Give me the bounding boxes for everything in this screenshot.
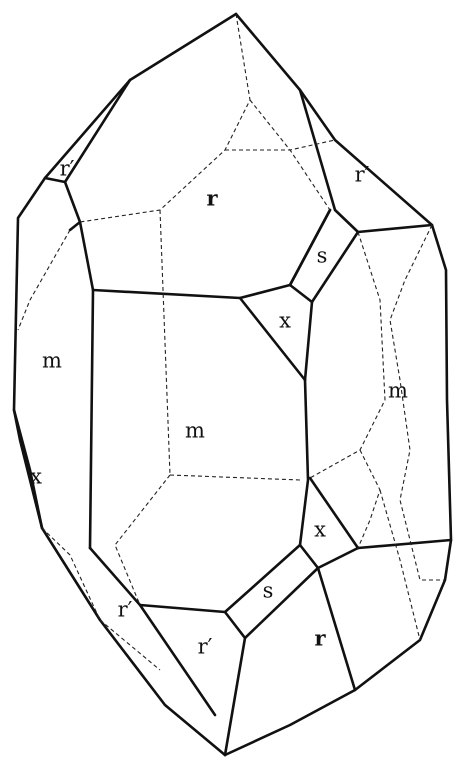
label-r-bottom: r [314, 626, 326, 651]
edge-r-bottom-right [316, 566, 357, 692]
edge-rprime-left-box [63, 180, 82, 232]
visible-edges [12, 12, 453, 757]
edge-left-vertical [78, 220, 95, 550]
edge-x-lower-bottom [298, 543, 360, 570]
label-m-left: m [42, 349, 62, 373]
label-x-lower: x [314, 518, 326, 542]
edge-x-lower-diag [308, 476, 360, 550]
edge-left-x-facet [12, 408, 44, 530]
label-x-left: x [30, 465, 42, 489]
label-m-right: m [388, 379, 408, 403]
hidden-right-upper [309, 231, 386, 479]
hidden-center-bottom [169, 474, 301, 481]
edge-s-upper-bottom [288, 283, 314, 304]
label-s-lower: s [263, 579, 274, 603]
edge-s-lower-left [223, 543, 302, 614]
edge-top-right-ridge [298, 88, 434, 234]
hidden-bottom-left [99, 619, 161, 671]
edge-s-lower-bottom [223, 610, 247, 640]
label-r-prime-top-left: r′ [60, 157, 75, 181]
edge-x-upper-diag [238, 296, 307, 382]
edge-s-lower-right [243, 566, 320, 640]
edge-right-vertical [298, 378, 310, 547]
hidden-center-vertical [159, 209, 171, 476]
edge-lower-left-ridge [88, 546, 227, 614]
hidden-lower-left [114, 474, 171, 606]
edge-s-upper-right [310, 230, 360, 304]
hidden-bottom-right [379, 489, 421, 641]
label-x-upper: x [279, 309, 291, 333]
hidden-right-lower [357, 449, 381, 549]
edge-x-upper-right [303, 300, 314, 382]
label-m-center: m [185, 419, 205, 443]
label-r-prime-lower-left: r′ [118, 598, 133, 622]
label-r-top: r [206, 186, 218, 211]
edge-r-bottom-left [223, 636, 247, 757]
edge-s-upper-left [288, 208, 332, 287]
hidden-left-lower [41, 527, 101, 621]
edge-rprime-lower-ridge [138, 603, 217, 717]
label-s-upper: s [317, 244, 328, 268]
hidden-left-upper [17, 229, 71, 331]
hidden-far-right [389, 224, 445, 581]
label-r-prime-top-right: r′ [355, 163, 370, 187]
outline-upper-right [223, 12, 453, 757]
label-r-prime-lower-mid: r′ [198, 635, 213, 659]
hidden-edges [17, 13, 445, 671]
face-labels: r r′ r′ s x m m m x x s r′ r′ r [30, 157, 408, 659]
edge-lower-right-ridge [356, 538, 453, 550]
edge-top-r-bottom [91, 208, 332, 300]
hidden-top-mid [225, 139, 336, 151]
